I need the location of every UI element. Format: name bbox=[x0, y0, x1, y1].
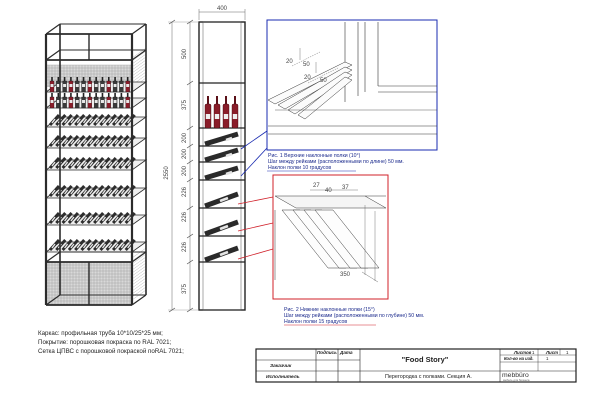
dim-h-2: 200 bbox=[182, 132, 188, 143]
detail-top-caption-2: Наклон полки 10 градусов bbox=[268, 165, 331, 171]
detail-top-label-0: 20 bbox=[286, 59, 293, 65]
tb-row-performer: Исполнитель bbox=[266, 374, 300, 380]
detail-top-caption-1: Шаг между рейками (расположенными по дли… bbox=[268, 158, 404, 165]
dim-tick bbox=[186, 205, 194, 211]
detail-bottom-label-1: 40 bbox=[325, 188, 332, 194]
elev-bottle-lying bbox=[204, 131, 239, 147]
dimension-chain: 400 500 375 200 200 200 226 226 226 375 … bbox=[164, 6, 246, 313]
dim-tick bbox=[168, 307, 176, 313]
dim-tick bbox=[186, 19, 194, 25]
dim-tick bbox=[186, 80, 194, 86]
detail-bottom: 27 40 37 350 Рис. 2 Нижние наклонные пол… bbox=[237, 174, 424, 326]
detail-bottom-caption-0: Рис. 2 Нижние наклонные полки (15°) bbox=[284, 307, 375, 313]
tb-col-date: Дата bbox=[339, 350, 353, 355]
note-mesh: Сетка ЦПВС с порошковой покраской поRAL … bbox=[38, 348, 184, 355]
dim-tick bbox=[168, 19, 176, 25]
detail-bottom-slat bbox=[314, 209, 380, 269]
tb-sheet-label: Листов bbox=[513, 350, 532, 355]
note-frame: Каркас: профильная труба 10*10/25*25 мм; bbox=[38, 330, 163, 337]
detail-top-slat bbox=[297, 76, 353, 120]
dim-h-6: 226 bbox=[182, 211, 188, 222]
front-elevation bbox=[198, 21, 246, 311]
tb-sheet-num-label: Лист bbox=[545, 350, 558, 355]
detail-bottom-label-2: 37 bbox=[342, 185, 349, 191]
dim-width-top: 400 bbox=[217, 6, 228, 12]
dim-h-0: 500 bbox=[182, 48, 188, 59]
dim-total: 2550 bbox=[164, 166, 170, 180]
dim-tick bbox=[186, 259, 194, 265]
detail-top-label-3: 50 bbox=[320, 78, 327, 84]
detail-top-caption-0: Рис. 1 Верхние наклонные полки (10°) bbox=[268, 153, 361, 159]
tb-col-signature: Подпись bbox=[317, 350, 337, 355]
dim-h-8: 375 bbox=[182, 283, 188, 294]
elev-bottle-lying bbox=[204, 165, 239, 181]
note-coating: Покрытие: порошковая покраска по RAL 702… bbox=[38, 339, 172, 346]
detail-bottom-caption-2: Наклон полки 15 градусов bbox=[284, 319, 347, 325]
detail-bottom-label-0: 27 bbox=[313, 183, 320, 189]
tb-row-customer: Заказчик bbox=[270, 363, 292, 369]
tb-count-value: 1 bbox=[546, 356, 549, 361]
dim-tick bbox=[186, 143, 194, 149]
dim-tick bbox=[186, 159, 194, 165]
title-block-text: Подпись Дата Заказчик Исполнитель "Food … bbox=[266, 350, 569, 382]
tb-brand-sub: мебель для бизнеса bbox=[503, 378, 530, 382]
tb-count-label: Кол-во на изд. bbox=[504, 356, 534, 361]
tb-description: Перегородка с полками. Секция А. bbox=[385, 374, 472, 380]
dim-tick bbox=[186, 307, 194, 313]
dim-tick bbox=[186, 125, 194, 131]
dim-h-3: 200 bbox=[182, 148, 188, 159]
title-block bbox=[255, 348, 577, 383]
detail-top-slat bbox=[267, 61, 353, 105]
detail-top-label-2: 20 bbox=[304, 75, 311, 81]
tb-project: "Food Story" bbox=[402, 355, 449, 364]
detail-top-slat bbox=[277, 66, 353, 110]
dim-tick bbox=[186, 233, 194, 239]
dim-h-1: 375 bbox=[182, 99, 188, 110]
material-notes: Каркас: профильная труба 10*10/25*25 мм;… bbox=[38, 329, 184, 356]
dim-h-7: 226 bbox=[182, 241, 188, 252]
dim-h-4: 200 bbox=[182, 165, 188, 176]
detail-bottom-label-3: 350 bbox=[340, 272, 351, 278]
detail-top: 20 50 20 50 Рис. 1 Верхние наклонные пол… bbox=[240, 19, 438, 177]
rack-3d-view bbox=[44, 23, 148, 306]
tb-sheet-value: 1 bbox=[532, 350, 535, 355]
dim-tick bbox=[186, 177, 194, 183]
detail-bottom-caption-1: Шаг между рейками (расположенными по глу… bbox=[284, 312, 424, 319]
tb-sheet-num-value: 1 bbox=[566, 350, 569, 355]
detail-top-slat bbox=[287, 71, 353, 115]
elev-bottle-lying bbox=[204, 147, 239, 163]
tb-brand: mebbüro bbox=[502, 372, 529, 379]
detail-top-label-1: 50 bbox=[303, 62, 310, 68]
dim-h-5: 226 bbox=[182, 186, 188, 197]
detail-bottom-top-rail bbox=[274, 195, 387, 209]
